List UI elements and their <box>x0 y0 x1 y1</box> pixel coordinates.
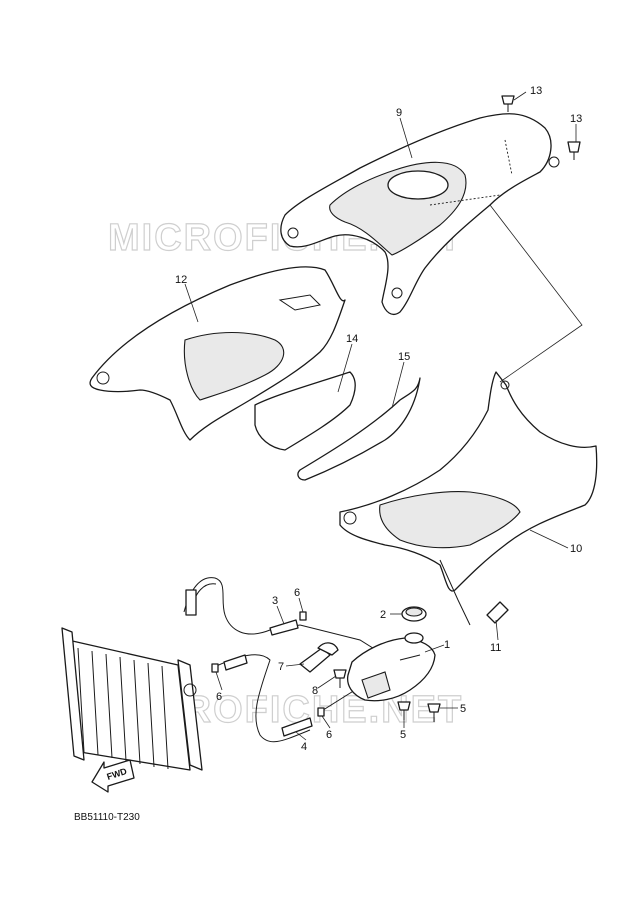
callout-10: 10 <box>570 543 582 555</box>
radiator <box>61 627 203 771</box>
part-13-screw-top <box>501 95 515 112</box>
callout-6-bottom: 6 <box>326 729 332 741</box>
part-9-cover <box>280 113 552 316</box>
callout-1: 1 <box>444 639 450 651</box>
part-12-left-cover <box>89 266 346 441</box>
part-13-screw-right <box>567 141 581 160</box>
grommet <box>548 156 560 168</box>
part-6-clamp-top <box>299 611 307 621</box>
assembly-line <box>489 204 583 383</box>
callout-12: 12 <box>175 274 187 286</box>
diagram-code: BB51110-T230 <box>74 812 140 823</box>
callout-5-right: 5 <box>460 703 466 715</box>
part-5-bolt-right <box>427 703 441 722</box>
fwd-arrow: FWD <box>91 759 135 793</box>
callout-6-top: 6 <box>294 587 300 599</box>
callout-11: 11 <box>490 642 501 654</box>
callout-15: 15 <box>398 351 410 363</box>
callout-14: 14 <box>346 333 358 345</box>
callout-3: 3 <box>272 595 278 607</box>
callout-6-left: 6 <box>216 691 222 703</box>
part-8-bolt <box>333 669 347 688</box>
callout-5-bottom: 5 <box>400 729 406 741</box>
leader-lines <box>184 91 577 741</box>
part-5-bolt-left <box>397 701 411 720</box>
callout-13-top: 13 <box>530 85 542 97</box>
hoses <box>183 577 377 743</box>
callout-8: 8 <box>312 685 318 697</box>
part-10-right-cover <box>339 371 598 626</box>
part-2-cap <box>401 606 427 622</box>
callout-4: 4 <box>301 741 307 753</box>
part-11-pad <box>486 601 509 624</box>
part-7-fitting <box>299 642 339 673</box>
part-14-panel <box>254 371 356 451</box>
part-6-clamp-left <box>211 663 219 673</box>
callout-13-right: 13 <box>570 113 582 125</box>
callout-2: 2 <box>380 609 386 621</box>
callout-9: 9 <box>396 107 402 119</box>
callout-7: 7 <box>278 661 284 673</box>
part-15-panel <box>297 377 421 481</box>
part-1-reservoir <box>346 632 436 702</box>
part-6-clamp-bottom <box>317 707 325 717</box>
